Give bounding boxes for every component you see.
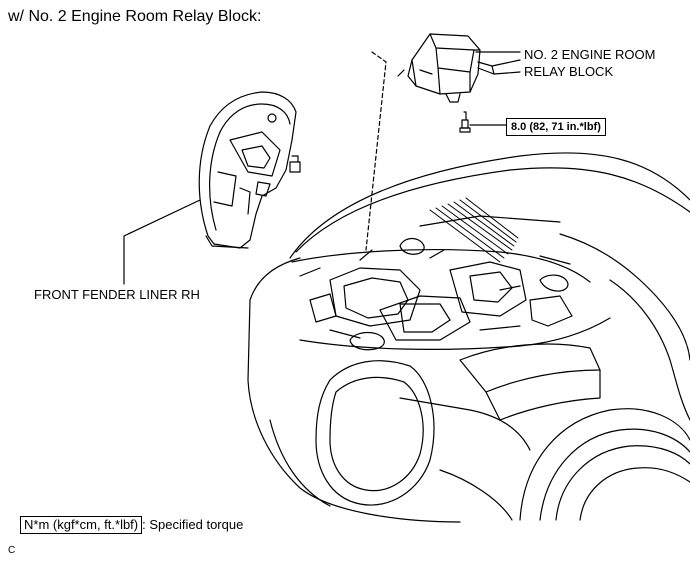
fender-clip-illustration	[289, 155, 301, 173]
fender-liner-illustration	[198, 91, 297, 249]
relay-location-guide	[365, 51, 387, 251]
torque-legend: N*m (kgf*cm, ft.*lbf): Specified torque	[20, 516, 243, 534]
relay-block-label-line1: NO. 2 ENGINE ROOM	[524, 47, 656, 62]
torque-spec-box: 8.0 (82, 71 in.*lbf)	[506, 118, 606, 136]
fender-liner-label: FRONT FENDER LINER RH	[34, 287, 200, 302]
legend-separator: :	[142, 517, 146, 532]
vehicle-illustration	[247, 152, 690, 523]
relay-block-label: NO. 2 ENGINE ROOM RELAY BLOCK	[524, 46, 655, 80]
fender-leader-line	[123, 199, 201, 285]
relay-block-label-line2: RELAY BLOCK	[524, 64, 614, 79]
relay-block-illustration	[397, 33, 521, 103]
page-heading: w/ No. 2 Engine Room Relay Block:	[8, 8, 262, 25]
figure-code: C	[8, 545, 16, 556]
relay-bolt-illustration	[459, 111, 471, 133]
legend-description: Specified torque	[149, 517, 244, 532]
legend-torque-symbol: N*m (kgf*cm, ft.*lbf)	[20, 516, 143, 534]
